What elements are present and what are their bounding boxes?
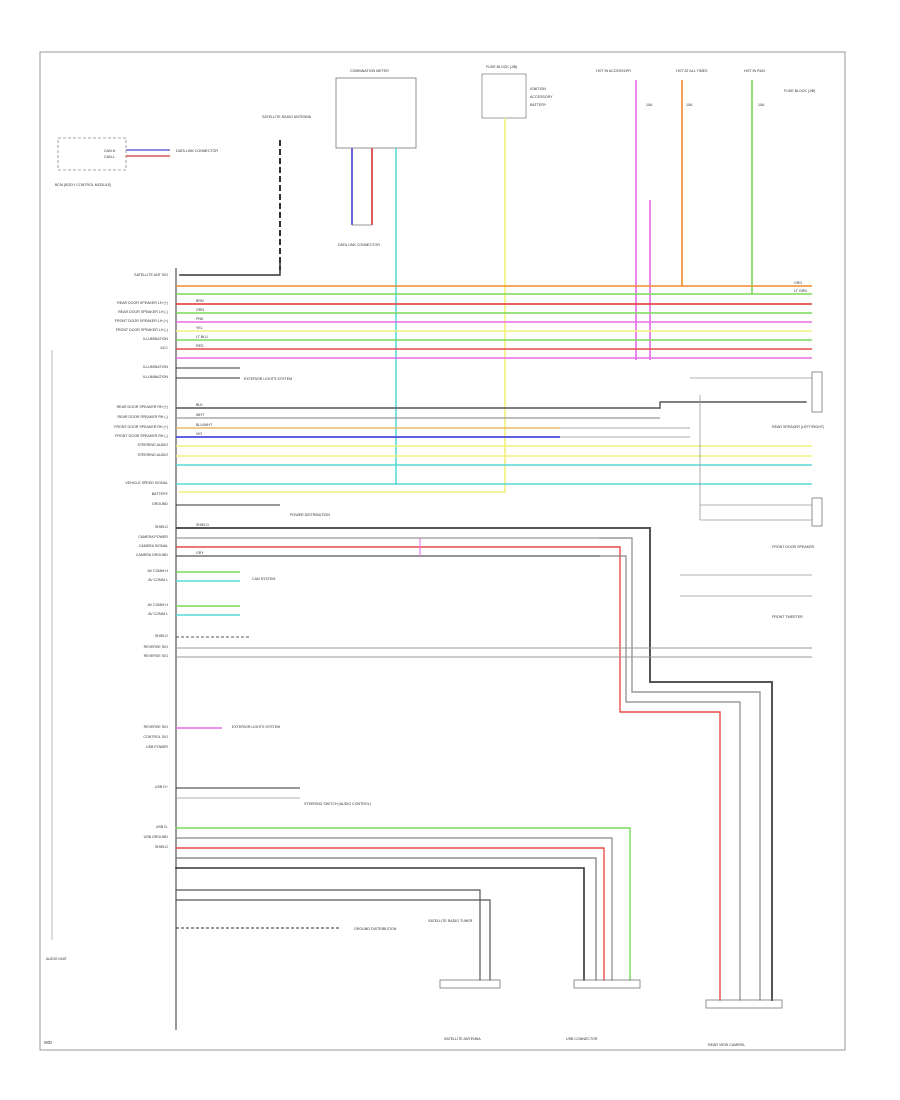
power-ground-group: [176, 504, 812, 1001]
wire-code-label: WHT: [196, 413, 205, 417]
bottom-unit-label: AUDIO UNIT: [46, 957, 68, 961]
power-dist-note: POWER DISTRIBUTION: [290, 513, 330, 517]
wire-code-label: ORG: [794, 281, 802, 285]
pin-label: SHIELD: [155, 845, 168, 849]
bcm-component: CAN-H CAN-L DATA LINK CONNECTOR BCM (BOD…: [55, 137, 218, 187]
grounds-note: GROUND DISTRIBUTION: [354, 927, 397, 931]
lighting-note: EXTERIOR LIGHTS SYSTEM: [244, 377, 292, 381]
upper-wire-group: [176, 285, 812, 379]
pin-label: STEERING AUDIO: [137, 453, 168, 457]
pin-label: CAMERA SIGNAL: [139, 544, 168, 548]
wire-code-label: PNK: [196, 317, 204, 321]
pin-label: FRONT DOOR SPEAKER LH (-): [116, 328, 168, 332]
reverse-signal: EXTERIOR LIGHTS SYSTEM: [176, 725, 280, 729]
wire-code-label: GRY: [196, 551, 204, 555]
combination-meter: COMBINATION METER DATA LINK CONNECTOR: [335, 69, 417, 485]
pin-label: USB D+: [155, 785, 168, 789]
pin-label: STEERING AUDIO: [137, 443, 168, 447]
can-target-label: DATA LINK CONNECTOR: [338, 243, 380, 247]
wire-code-label: BLK: [196, 403, 203, 407]
bcm-target-label: DATA LINK CONNECTOR: [176, 149, 218, 153]
diagram-code: W/D: [44, 1040, 52, 1045]
pin-label: REVERSE SIG: [144, 725, 169, 729]
combination-meter-label: COMBINATION METER: [350, 69, 389, 73]
wire-code-label: LT BLU: [196, 335, 208, 339]
wire-code-label: RED: [196, 344, 204, 348]
pin-label: USB D-: [156, 825, 169, 829]
wire-code-label: YEL: [196, 326, 203, 330]
pin-label: ILLUMINATION: [143, 375, 168, 379]
fuse-value-3: 10A: [758, 103, 765, 107]
steering-note: STEERING SWITCH (AUDIO CONTROL): [304, 802, 371, 806]
pin-label: FRONT DOOR SPEAKER RH (-): [115, 434, 168, 438]
fuse-block-label: FUSE BLOCK (J/B): [486, 65, 517, 69]
front-speaker-label: FRONT DOOR SPEAKER: [772, 545, 814, 549]
wire-code-label: BRN: [196, 299, 204, 303]
satellite-tuner-label: SATELLITE RADIO ANTENNA: [262, 115, 312, 119]
pin-label: CAMERA GROUND: [136, 553, 169, 557]
fuse-block-item-3: BATTERY: [530, 103, 547, 107]
pin-label: ILLUMINATION: [143, 337, 168, 341]
pin-label: USB GROUND: [144, 835, 169, 839]
fuse-block-ign: FUSE BLOCK (J/B) IGNITION ACCESSORY BATT…: [179, 65, 553, 493]
wire-code-label: SHIELD: [196, 523, 209, 527]
fuse-block-item-2: ACCESSORY: [530, 95, 553, 99]
pin-label: FRONT DOOR SPEAKER RH (+): [114, 425, 168, 429]
fuse-value-2: 15A: [686, 103, 693, 107]
fuse-group: HOT IN ACCESSORY HOT AT ALL TIMES HOT IN…: [596, 69, 815, 360]
av-comm-group: [176, 571, 812, 658]
speaker-wire-group: [176, 371, 823, 527]
pin-label: AV COMM L: [148, 612, 168, 616]
pin-label-list: SATELLITE ANT SIG REAR DOOR SPEAKER LH (+…: [114, 273, 169, 849]
pin-label: SHIELD: [155, 634, 168, 638]
pin-label: BATTERY: [152, 492, 169, 496]
satellite-tuner: SATELLITE RADIO ANTENNA: [179, 115, 312, 276]
usb-connector-label: USB CONNECTOR: [566, 1037, 598, 1041]
tweeter-label: FRONT TWEETER: [772, 615, 803, 619]
pin-label: AV COMM L: [148, 578, 168, 582]
pin-label: ILLUMINATION: [143, 365, 168, 369]
fuse-label-2: HOT AT ALL TIMES: [676, 69, 708, 73]
pin-label: SHIELD: [155, 525, 168, 529]
reverse-note: EXTERIOR LIGHTS SYSTEM: [232, 725, 280, 729]
fuse-block-item-1: IGNITION: [530, 87, 546, 91]
pin-label: REVERSE SIG: [144, 645, 169, 649]
rear-camera-label: REAR VIEW CAMERA: [708, 1043, 745, 1047]
bcm-pin-can-l: CAN-L: [104, 155, 115, 159]
pin-label: AV COMM H: [148, 569, 169, 573]
wire-code-label: LT GRN: [794, 289, 807, 293]
pin-label: REVERSE SIG: [144, 654, 169, 658]
pin-label: GROUND: [152, 502, 168, 506]
diagram-border: [39, 51, 846, 1051]
rear-speaker-label: REAR SPEAKER (LEFT/RIGHT): [772, 425, 824, 429]
control-signal: STEERING SWITCH (AUDIO CONTROL): [176, 787, 371, 806]
fuse-label-3: HOT IN RUN: [744, 69, 765, 73]
pin-label: REAR DOOR SPEAKER LH (+): [117, 301, 168, 305]
pin-label: REAR DOOR SPEAKER RH (-): [117, 415, 168, 419]
pin-label: VEHICLE SPEED SIGNAL: [125, 481, 168, 485]
fuse-label-1: HOT IN ACCESSORY: [596, 69, 632, 73]
wire-code-label: BLU/WHT: [196, 423, 213, 427]
pin-label: ACC: [160, 346, 168, 350]
pin-label: REAR DOOR SPEAKER LH (-): [118, 310, 168, 314]
bcm-pin-can-h: CAN-H: [104, 149, 116, 153]
bcm-note: BCM (BODY CONTROL MODULE): [55, 183, 111, 187]
fuse-value-1: 10A: [646, 103, 653, 107]
fuse-note: FUSE BLOCK (J/B): [784, 89, 815, 93]
pin-label: AV COMM H: [148, 603, 169, 607]
antenna-label: SATELLITE ANTENNA: [444, 1037, 481, 1041]
wire-code-labels: BRN GRN YEL PNK LT BLU RED VIO BLK WHT G…: [196, 281, 807, 555]
pin-label: SATELLITE ANT SIG: [134, 273, 168, 277]
pin-label: CAMERA POWER: [138, 535, 168, 539]
can-system-note: CAN SYSTEM: [252, 577, 275, 581]
usb-wire-group: GROUND DISTRIBUTION: [175, 827, 783, 1009]
wire-code-label: VIO: [196, 432, 202, 436]
pin-label: CONTROL SIG: [143, 735, 168, 739]
pin-label: USB POWER: [146, 745, 168, 749]
wire-code-label: GRN: [196, 308, 204, 312]
pin-label: REAR DOOR SPEAKER RH (+): [117, 405, 168, 409]
pin-label: FRONT DOOR SPEAKER LH (+): [115, 319, 168, 323]
antenna-amp-label: SATELLITE RADIO TUNER: [428, 919, 473, 923]
